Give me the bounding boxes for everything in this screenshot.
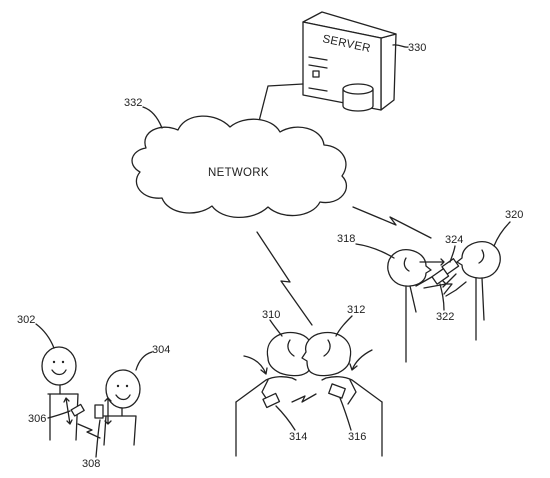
server: SERVER — [302, 11, 397, 112]
network-ref-leader — [142, 106, 163, 129]
left-group — [41, 346, 141, 446]
right-person-a-label: 318 — [337, 233, 355, 245]
device-316 — [328, 383, 346, 399]
network-label: NETWORK — [208, 167, 269, 179]
middle-group — [235, 331, 383, 457]
middle-person-b-label: 312 — [347, 304, 365, 316]
middle-device-b-leader — [339, 397, 352, 431]
device-322 — [431, 268, 450, 285]
network-ref-label: 332 — [124, 97, 142, 109]
middle-device-a-label: 314 — [289, 431, 307, 443]
right-person-b-label: 320 — [505, 209, 523, 221]
right-person-b-leader — [493, 221, 511, 247]
device-314 — [262, 392, 281, 409]
right-group — [387, 241, 501, 363]
left-device-b-label: 308 — [82, 458, 100, 470]
right-person-a-leader — [355, 243, 395, 259]
middle-device-b-label: 316 — [348, 431, 366, 443]
device-306 — [70, 403, 85, 417]
middle-person-a-label: 310 — [262, 309, 280, 321]
right-device-b-leader — [449, 245, 456, 263]
left-person-a-leader — [35, 323, 55, 349]
person-320 — [456, 241, 501, 279]
middle-person-b-leader — [335, 315, 353, 337]
right-device-a-leader — [439, 283, 445, 311]
middle-person-a-leader — [269, 319, 283, 337]
right-device-a-label: 322 — [436, 311, 454, 323]
server-ref-leader — [392, 44, 409, 48]
person-318 — [387, 249, 432, 287]
right-device-b-label: 324 — [445, 234, 463, 246]
network-cloud: NETWORK — [131, 115, 348, 219]
server-ref-label: 330 — [408, 42, 426, 54]
left-person-a-label: 302 — [17, 314, 35, 326]
person-302 — [41, 346, 77, 386]
left-person-b-leader — [135, 351, 153, 371]
left-device-b-leader — [95, 419, 101, 458]
wireless-link-network-right — [352, 206, 432, 239]
wireless-link-network-middle — [256, 231, 313, 326]
device-308 — [94, 404, 104, 419]
left-person-b-label: 304 — [152, 344, 170, 356]
left-device-a-leader — [47, 410, 71, 419]
middle-device-a-leader — [275, 405, 296, 431]
server-network-link — [255, 83, 304, 134]
left-device-a-label: 306 — [28, 413, 46, 425]
person-304 — [105, 369, 141, 409]
